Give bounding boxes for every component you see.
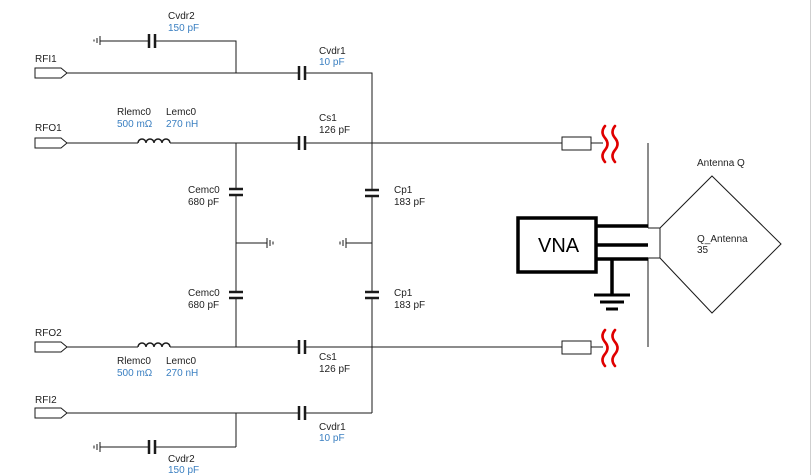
ground-bottom-icon [93, 442, 101, 452]
squiggle-top-icon [601, 124, 619, 164]
port-label-rfo1: RFO1 [35, 123, 62, 134]
cp1-bot-name: Cp1 [394, 288, 413, 299]
cp1-top-name: Cp1 [394, 185, 413, 196]
vna-ground-icon [594, 293, 630, 311]
cvdr1-top-value: 10 pF [319, 57, 345, 68]
lemc0-bot-name: Lemc0 [166, 356, 196, 367]
resistor-bot-icon[interactable] [561, 340, 592, 355]
rfi1-port-icon[interactable] [34, 67, 68, 79]
cvdr2-top-capacitor-icon[interactable] [147, 34, 157, 48]
cs1-top-capacitor-icon[interactable] [297, 136, 307, 150]
cvdr1-top-name: Cvdr1 [319, 46, 346, 57]
cvdr1-bot-capacitor-icon[interactable] [297, 406, 307, 420]
cs1-bot-name: Cs1 [319, 352, 337, 363]
cvdr2-bot-capacitor-icon[interactable] [147, 440, 157, 454]
rlemc0-bot-value: 500 mΩ [117, 368, 153, 379]
squiggle-bot-icon [601, 328, 619, 368]
vna-label: VNA [538, 235, 580, 257]
rfo1-port-icon[interactable] [34, 137, 68, 149]
cvdr2-top-value: 150 pF [168, 23, 199, 34]
cemc0-bot-value: 680 pF [188, 300, 219, 311]
ground-left-mid-icon [266, 238, 274, 248]
cvdr2-bot-name: Cvdr2 [168, 454, 195, 465]
antenna-icon[interactable] [659, 175, 782, 314]
ground-right-mid-icon [339, 238, 347, 248]
cs1-top-value: 126 pF [319, 125, 350, 136]
cvdr2-top-name: Cvdr2 [168, 11, 195, 22]
rlemc0-top-value: 500 mΩ [117, 119, 153, 130]
port-label-rfo2: RFO2 [35, 328, 62, 339]
port-label-rfi1: RFI1 [35, 54, 57, 65]
cvdr1-top-capacitor-icon[interactable] [297, 66, 307, 80]
cs1-bot-value: 126 pF [319, 364, 350, 375]
cvdr2-bot-value: 150 pF [168, 465, 199, 475]
resistor-top-icon[interactable] [561, 136, 592, 151]
rfi2-port-icon[interactable] [34, 407, 68, 419]
cs1-top-name: Cs1 [319, 113, 337, 124]
antenna-name: Q_Antenna [697, 234, 748, 245]
ground-icon [93, 36, 101, 45]
lemc0-top-value: 270 nH [166, 119, 198, 130]
rfo2-port-icon[interactable] [34, 341, 68, 353]
cemc0-top-name: Cemc0 [188, 185, 220, 196]
cemc0-top-capacitor-icon[interactable] [229, 187, 243, 197]
cemc0-bot-capacitor-icon[interactable] [229, 290, 243, 300]
port-label-rfi2: RFI2 [35, 395, 57, 406]
cp1-bot-value: 183 pF [394, 300, 425, 311]
cp1-bot-capacitor-icon[interactable] [365, 290, 379, 300]
vna-box[interactable] [516, 216, 598, 274]
antenna-title: Antenna Q [697, 158, 745, 169]
lemc0-bot-value: 270 nH [166, 368, 198, 379]
cemc0-top-value: 680 pF [188, 197, 219, 208]
lemc0-top-inductor-icon[interactable] [137, 138, 171, 144]
rlemc0-bot-name: Rlemc0 [117, 356, 151, 367]
cvdr1-bot-value: 10 pF [319, 433, 345, 444]
cp1-top-value: 183 pF [394, 197, 425, 208]
antenna-value: 35 [697, 245, 709, 256]
rlemc0-top-name: Rlemc0 [117, 107, 151, 118]
cs1-bot-capacitor-icon[interactable] [297, 340, 307, 354]
cemc0-bot-name: Cemc0 [188, 288, 220, 299]
cp1-top-capacitor-icon[interactable] [365, 188, 379, 198]
lemc0-top-name: Lemc0 [166, 107, 196, 118]
cvdr1-bot-name: Cvdr1 [319, 422, 346, 433]
lemc0-bot-inductor-icon[interactable] [137, 342, 171, 348]
